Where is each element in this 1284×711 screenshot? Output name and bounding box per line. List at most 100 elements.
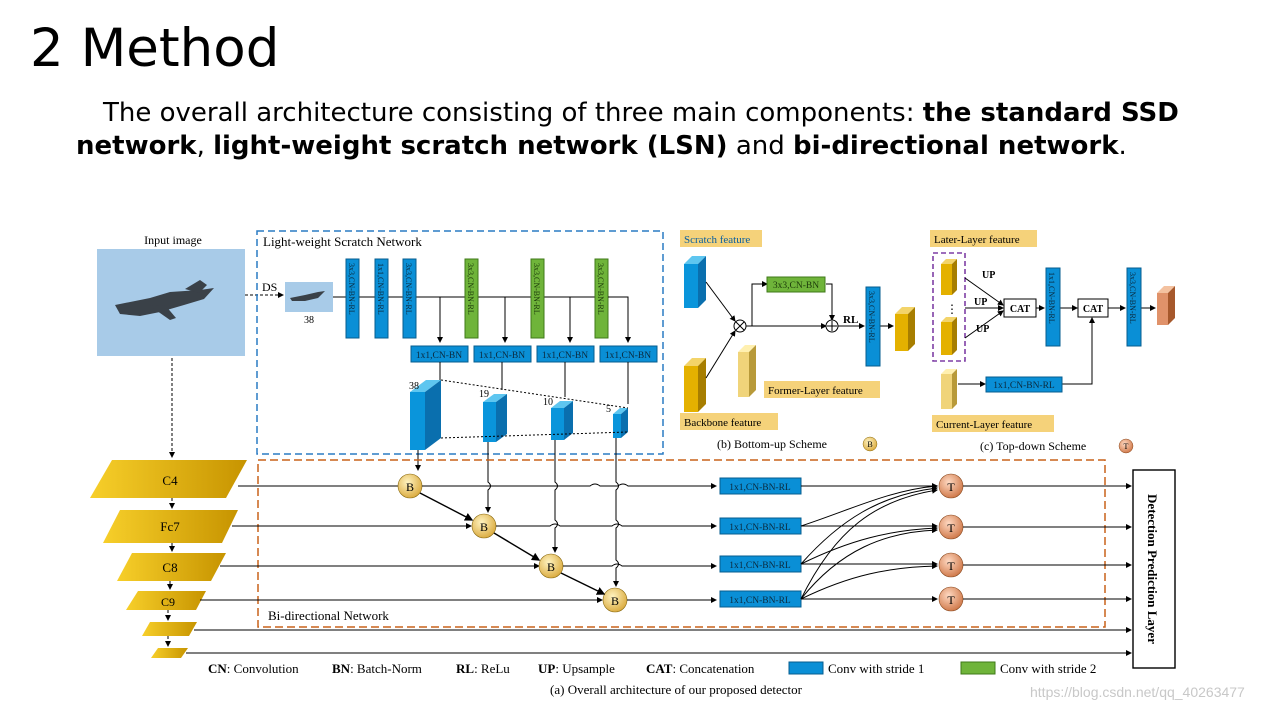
bu-rl-label: RL [843, 314, 858, 326]
td-conv-cur-label: 1x1,CN-BN-RL [993, 381, 1055, 391]
later-features-group [932, 252, 966, 362]
backbone-feature-label: Backbone feature [684, 417, 761, 429]
bu-scheme-lines [705, 281, 894, 379]
ssd-c9-label: C9 [161, 595, 175, 609]
detection-layer-label: Detection Prediction Layer [1145, 494, 1160, 644]
component-ssd: the standard SSD network [76, 98, 1179, 161]
td-conv-mid [1045, 267, 1061, 347]
proj-conv-1-label: 1x1,CN-BN [416, 351, 462, 361]
proj-conv-3: 1x1,CN-BN [536, 345, 595, 363]
bidir-box [257, 459, 1106, 628]
lsn-conv-6-label: 3x3,CN-BN-RL [596, 263, 605, 315]
legend-stride2: Conv with stride 2 [1000, 661, 1096, 676]
bu-caption: (b) Bottom-up Scheme [717, 437, 827, 451]
ds-label: DS [262, 280, 277, 294]
intro-paragraph: The overall architecture consisting of t… [76, 97, 1216, 163]
ds-size-label: 38 [304, 315, 314, 326]
slide-title: 2 Method [30, 18, 280, 79]
bidir-title: Bi-directional Network [268, 608, 389, 623]
bu-conv-a [766, 276, 826, 293]
td-conv-out [1126, 267, 1142, 347]
ssd-extra-2 [151, 648, 188, 658]
td-node-1-label: T [947, 480, 955, 494]
proj-down-lines [439, 362, 629, 404]
cat-box-2 [1077, 298, 1109, 318]
bu-to-conv-lines [422, 483, 717, 603]
bu-diagonal-arrows [419, 492, 606, 595]
multiply-icon-cross [735, 321, 745, 331]
up-label-3: UP [976, 324, 989, 335]
td-up-lines [958, 277, 1156, 387]
jet-icon [115, 280, 214, 320]
feature-cube-19 [483, 394, 507, 442]
lsn-conv-3-label: 3x3,CN-BN-RL [404, 263, 413, 315]
feature-cube-10 [551, 401, 573, 440]
bu-node-2: B [471, 513, 497, 539]
bu-node-1: B [397, 473, 423, 499]
ssd-c4: C4 [90, 460, 247, 498]
later-feature-block-1 [941, 259, 957, 295]
bidir-conv-1-label: 1x1,CN-BN-RL [729, 483, 791, 493]
lsn-conv-1-label: 3x3,CN-BN-RL [347, 263, 356, 315]
legend-cat: CAT: Concatenation [646, 661, 755, 676]
bu-conv-b [865, 286, 881, 367]
size-10: 10 [543, 397, 553, 408]
add-icon-cross [827, 321, 837, 331]
td-node-2: T [938, 514, 964, 540]
lsn-conv-4-label: 3x3,CN-BN-RL [466, 263, 475, 315]
size-5: 5 [606, 404, 611, 415]
component-bidir: bi-directional network [793, 131, 1119, 161]
legend-rl: RL: ReLu [456, 661, 510, 676]
cat-box-2-label: CAT [1083, 304, 1104, 315]
proj-conv-1: 1x1,CN-BN [410, 345, 469, 363]
bidir-conv-4-label: 1x1,CN-BN-RL [729, 596, 791, 606]
proj-conv-4-label: 1x1,CN-BN [605, 351, 651, 361]
later-feature-block-2 [941, 317, 957, 355]
proj-conv-3-label: 1x1,CN-BN [542, 351, 588, 361]
bu-conv-a-label: 3x3,CN-BN [773, 281, 819, 291]
td-node-3-label: T [947, 559, 955, 573]
later-feature-label: Later-Layer feature [934, 234, 1020, 246]
bidir-conv-2-label: 1x1,CN-BN-RL [729, 523, 791, 533]
cube-dotted-lines [440, 379, 629, 439]
legend-stride1-swatch [788, 661, 824, 675]
lsn-conv-3: 3x3,CN-BN-RL [402, 258, 417, 339]
bu-node-3-label: B [547, 560, 555, 574]
ellipsis: ⋮ [946, 302, 958, 316]
legend: CN: Convolution BN: Batch-Norm RL: ReLu … [208, 661, 1096, 676]
bu-node-3: B [538, 553, 564, 579]
intro-sep2: and [735, 131, 785, 161]
bu-caption-node [862, 436, 878, 452]
feature-cube-38 [410, 380, 441, 450]
intro-sep1: , [196, 131, 205, 161]
input-image-label: Input image [144, 233, 202, 247]
bidir-conv-3-label: 1x1,CN-BN-RL [729, 561, 791, 571]
legend-bn: BN: Batch-Norm [332, 661, 422, 676]
lsn-conv-4: 3x3,CN-BN-RL [464, 258, 479, 339]
bidir-conv-2: 1x1,CN-BN-RL [719, 517, 802, 535]
lsn-conv-5-label: 3x3,CN-BN-RL [532, 263, 541, 315]
backbone-feature-tag [680, 413, 778, 430]
figure-caption: (a) Overall architecture of our proposed… [550, 682, 803, 697]
td-conv-cur [985, 376, 1063, 393]
intro-lead: The overall architecture consisting of t… [103, 98, 915, 128]
proj-conv-4: 1x1,CN-BN [599, 345, 658, 363]
ssd-c4-label: C4 [162, 473, 178, 488]
bidir-conv-4: 1x1,CN-BN-RL [719, 590, 802, 608]
former-feature-label: Former-Layer feature [768, 385, 863, 397]
scratch-feature-label: Scratch feature [684, 234, 750, 246]
ssd-c9: C9 [126, 591, 206, 610]
ssd-fc7-label: Fc7 [160, 519, 180, 534]
ssd-fc7: Fc7 [103, 510, 238, 543]
lsn-tap-lines [429, 296, 631, 343]
td-scheme: Later-Layer feature ⋮ UP UP UP CAT [930, 230, 1175, 454]
legend-up: UP: Upsample [538, 661, 615, 676]
small-jet-icon [290, 291, 325, 301]
td-caption-node [1118, 438, 1134, 454]
former-feature-block [738, 345, 756, 397]
td-output-block [1157, 286, 1175, 325]
bu-node-2-label: B [480, 520, 488, 534]
td-node-3: T [938, 552, 964, 578]
bu-conv-b-label: 3x3,CN-BN-RL [867, 291, 876, 343]
bidir-conv-1: 1x1,CN-BN-RL [719, 477, 802, 495]
